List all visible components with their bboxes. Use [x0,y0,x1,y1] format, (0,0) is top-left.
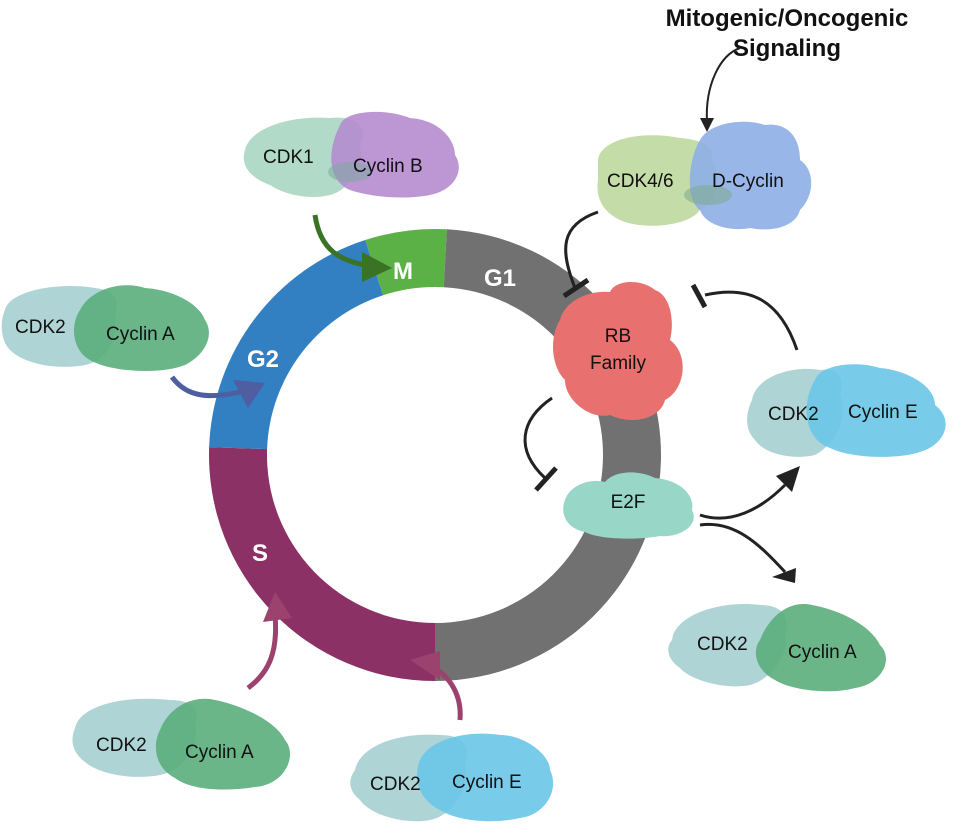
cdk2-cyclina-right-complex: CDK2 Cyclin A [668,604,886,692]
cdk1-arrowhead-icon [362,252,392,282]
e2f-label: E2F [611,492,646,513]
cdk46-label: CDK4/6 [607,171,674,192]
inhibition-bar-icon [562,277,590,299]
cdk2-label: CDK2 [15,317,66,338]
cdk2-blob [668,604,787,687]
phase-s-label: S [252,540,268,567]
rb-inhibition-arrow [523,396,553,480]
phase-s-segment [208,447,435,681]
cdk2-label: CDK2 [768,404,819,425]
cdk2-label: CDK2 [370,774,421,795]
arrowhead-icon [776,466,800,492]
s-arrowhead-icon [263,592,292,622]
e2f-blob [563,472,694,539]
cdk2-cyclina-to-s-arrow [246,614,279,691]
e2f-to-cycline-arrow [699,483,787,520]
cdk46-blob [597,135,717,226]
cdk2-cyclina-g2-complex: CDK2 Cyclin A [1,285,209,372]
cyclina-label: Cyclin A [788,642,857,663]
rb-label-line1: RB [605,326,631,347]
signaling-title-line1: Mitogenic/Oncogenic [666,5,909,32]
cyclina-blob [755,604,886,692]
cdk2-label: CDK2 [697,634,748,655]
cycline-inhibition-arrow [704,290,799,351]
cycline-blob [416,733,554,822]
cyclina-blob [155,698,291,790]
cdk2-to-g2-arrow [169,375,241,399]
cyclina-blob [74,285,209,372]
cdk2-label: CDK2 [96,735,147,756]
complex-overlap [684,185,732,205]
e2f-protein: E2F [563,472,694,539]
cyclina-label: Cyclin A [106,324,175,345]
cyclinb-label: Cyclin B [353,156,423,177]
inhibition-bar-icon [690,283,708,309]
e2f-to-cyclina-arrow [699,522,787,574]
cdk2-cyclina-s-complex: CDK2 Cyclin A [72,698,291,790]
phase-g2-segment [209,240,384,450]
phase-m-segment [365,229,447,296]
rb-family-protein: RB Family [553,281,683,420]
cyclinb-blob [331,111,459,198]
signaling-arrow [705,47,741,123]
cdk46-dcyclin-complex: CDK4/6 D-Cyclin [597,121,812,230]
cdk1-cyclinb-complex: CDK1 Cyclin B [243,111,459,198]
arrowhead-icon [772,568,796,583]
rb-label-line2: Family [590,353,646,374]
signaling-title-line2: Signaling [733,35,841,62]
signaling-arrowhead-icon [700,118,714,132]
dcyclin-label: D-Cyclin [712,171,784,192]
cyclina-label: Cyclin A [185,742,254,763]
g2-arrowhead-icon [233,380,265,408]
cycline-label: Cyclin E [452,772,522,793]
s-arrowhead-icon [410,651,440,680]
cdk2-cycline-s-complex: CDK2 Cyclin E [350,733,554,822]
phase-m-label: M [393,258,413,285]
cdk1-label: CDK1 [263,147,314,168]
rb-blob [553,281,683,420]
phase-g1-label: G1 [484,265,516,292]
cdk46-inhibition-arrow [564,210,599,289]
complex-overlap [328,162,372,182]
cdk2-cycline-right-complex: CDK2 Cyclin E [747,364,946,457]
cycline-label: Cyclin E [848,402,918,423]
inhibition-bar-icon [534,466,558,492]
cycline-blob [806,364,946,457]
phase-g2-label: G2 [247,346,279,373]
